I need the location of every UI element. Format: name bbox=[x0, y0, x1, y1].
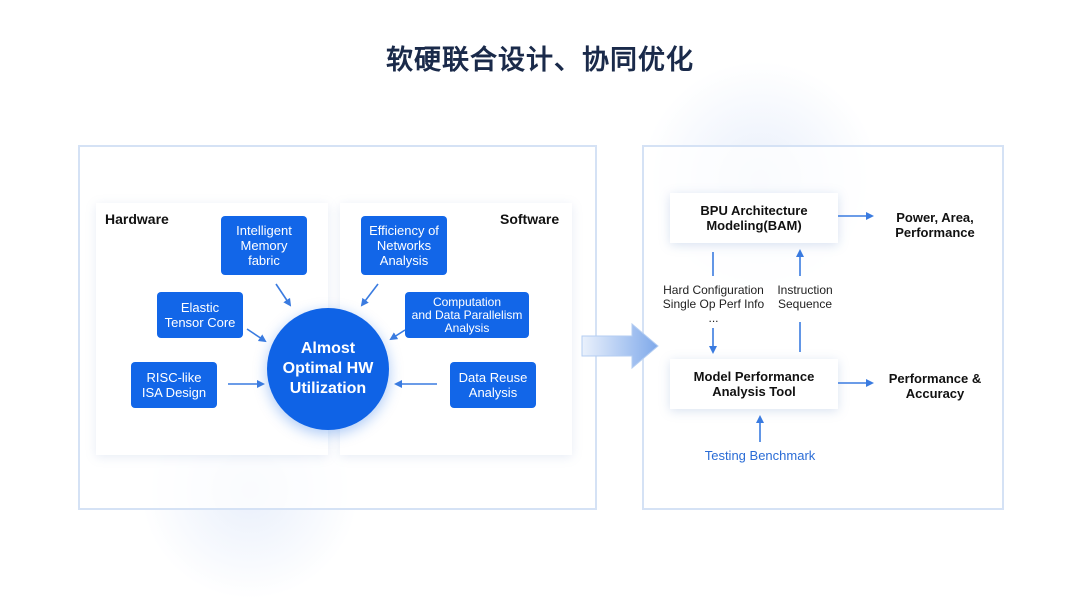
optimal-hw-utilization-circle: Almost Optimal HW Utilization bbox=[267, 308, 389, 430]
big-transition-arrow bbox=[581, 322, 659, 370]
arrow-tensor-to-center bbox=[246, 328, 267, 343]
efficiency-of-networks-box: Efficiency of Networks Analysis bbox=[361, 216, 447, 275]
page-title: 软硬联合设计、协同优化 bbox=[386, 45, 694, 76]
arrow-networks-to-center bbox=[360, 283, 379, 307]
testing-benchmark-label: Testing Benchmark bbox=[704, 448, 816, 463]
software-label: Software bbox=[500, 211, 560, 227]
model-performance-tool-box: Model Performance Analysis Tool bbox=[670, 359, 838, 409]
arrow-parallelism-to-center bbox=[389, 329, 406, 341]
computation-data-parallelism-box: Computation and Data Parallelism Analysi… bbox=[405, 292, 529, 338]
arrow-memory-to-center bbox=[275, 283, 292, 307]
bam-box: BPU Architecture Modeling(BAM) bbox=[670, 193, 838, 243]
hard-configuration-label: Hard Configuration Single Op Perf Info .… bbox=[662, 283, 765, 325]
power-area-performance-label: Power, Area, Performance bbox=[895, 210, 975, 240]
risc-like-isa-design-box: RISC-like ISA Design bbox=[131, 362, 217, 408]
instruction-sequence-label: Instruction Sequence bbox=[777, 283, 833, 311]
performance-accuracy-label: Performance & Accuracy bbox=[888, 371, 982, 401]
data-reuse-analysis-box: Data Reuse Analysis bbox=[450, 362, 536, 408]
hardware-label: Hardware bbox=[105, 211, 169, 227]
elastic-tensor-core-box: Elastic Tensor Core bbox=[157, 292, 243, 338]
intelligent-memory-fabric-box: Intelligent Memory fabric bbox=[221, 216, 307, 275]
